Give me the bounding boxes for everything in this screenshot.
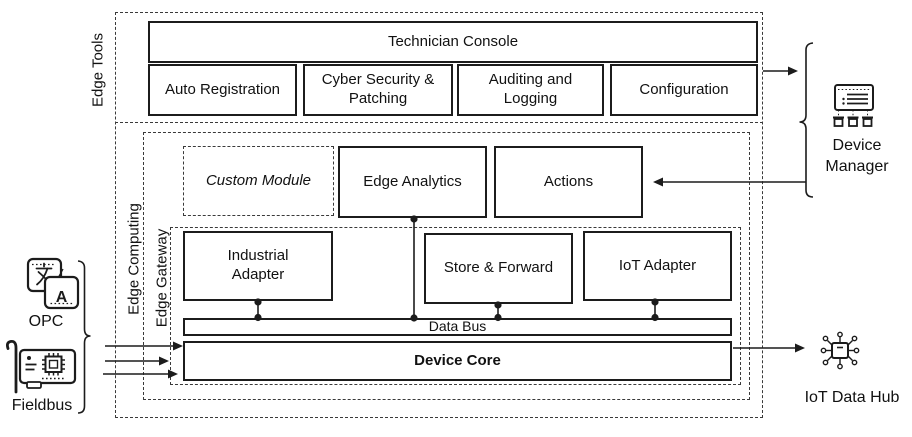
arrow-console-to-device-manager: [763, 66, 798, 76]
module-auditing-logging: Auditing and Logging: [457, 64, 604, 116]
industrial-adapter-box: Industrial Adapter: [183, 231, 333, 301]
edge-gateway-boundary: [170, 227, 741, 385]
network-card-icon: [6, 339, 77, 394]
custom-module-box: Custom Module: [183, 146, 334, 216]
edge-tools-label: Edge Tools: [89, 33, 107, 107]
iot-hub-icon: [820, 331, 860, 370]
latin-glyph-a: A: [56, 289, 68, 306]
technician-console-box: Technician Console: [148, 21, 758, 63]
cjk-glyph-strokes: [35, 262, 53, 286]
actions-box: Actions: [494, 146, 643, 218]
device-manager-icon: [833, 84, 874, 127]
edge-tools-boundary: [115, 12, 763, 418]
fieldbus-label: Fieldbus: [11, 397, 73, 414]
module-configuration: Configuration: [610, 64, 758, 116]
right-grouping-brace: [799, 42, 814, 198]
edge-gateway-label: Edge Gateway: [153, 228, 171, 328]
edge-analytics-box: Edge Analytics: [338, 146, 487, 218]
opc-label: OPC: [28, 313, 64, 330]
iot-adapter-box: IoT Adapter: [583, 231, 732, 301]
left-grouping-brace: [77, 260, 91, 414]
data-bus-bar: Data Bus: [183, 318, 732, 336]
module-cyber-security-patching: Cyber Security & Patching: [303, 64, 453, 116]
iot-data-hub-label: IoT Data Hub: [804, 389, 900, 406]
edge-computing-label: Edge Computing: [125, 203, 143, 315]
edge-tools-divider: [115, 122, 763, 123]
device-manager-label: Device Manager: [825, 137, 889, 175]
store-forward-box: Store & Forward: [424, 233, 573, 304]
translate-icon: A: [26, 257, 80, 310]
module-auto-registration: Auto Registration: [148, 64, 297, 116]
device-core-bar: Device Core: [183, 341, 732, 381]
edge-computing-boundary: [143, 132, 750, 400]
